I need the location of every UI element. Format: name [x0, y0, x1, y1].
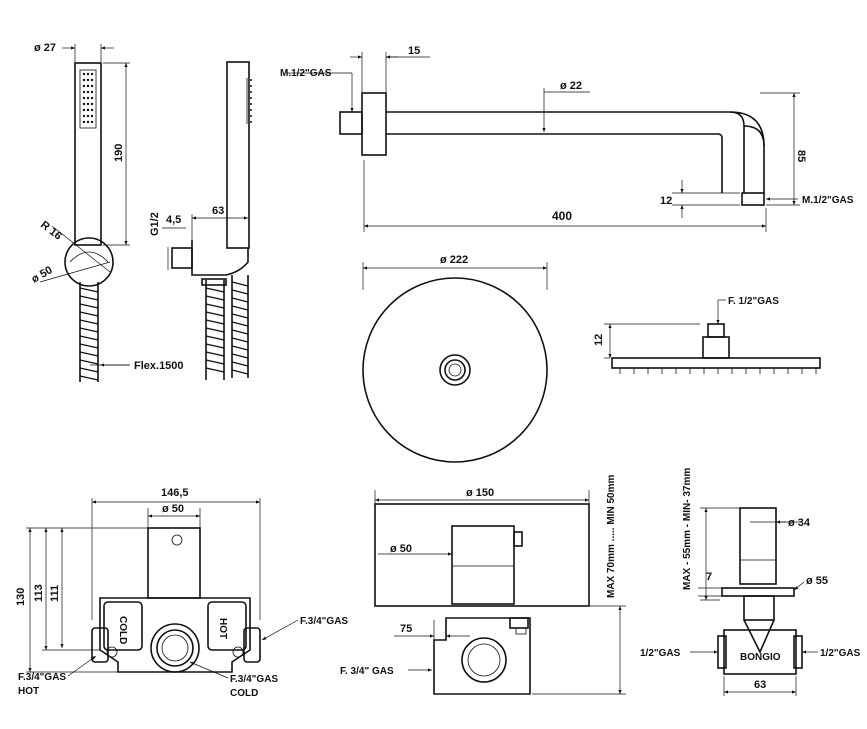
thermo-minmax: MAX 70mm ..... MIN 50mm	[606, 475, 617, 598]
arm-dim-400: 400	[552, 209, 572, 223]
hand-shower-body	[74, 62, 102, 246]
cold-inlet-block	[103, 601, 143, 651]
side-connector	[171, 247, 193, 269]
arm-inlet-thread	[339, 111, 363, 135]
mixer-dim-130: 130	[15, 588, 27, 606]
thermo-body	[433, 617, 531, 695]
mixer-dim-113: 113	[33, 584, 45, 602]
thermo-dia-150: ø 150	[466, 487, 494, 499]
diverter-dim-7: 7	[706, 571, 712, 583]
diverter-brand: BONGIO	[740, 652, 781, 663]
head-f12: F. 1/2"GAS	[728, 296, 779, 307]
mixer-body: COLD HOT 146,5 ø 50 130 113 111 F.3/4"GA…	[15, 487, 348, 699]
mixer-top-cartridge	[147, 527, 201, 599]
thermo-dia-50: ø 50	[390, 543, 412, 555]
diverter-body	[723, 629, 797, 675]
side-hose	[205, 275, 249, 380]
thermo-f34: F. 3/4" GAS	[340, 666, 394, 677]
mixer-dim-111: 111	[49, 585, 61, 602]
mixer-f34-cold-l2: COLD	[230, 688, 258, 699]
dim-dia-50: ø 50	[30, 264, 55, 285]
head-side-connector	[702, 336, 730, 359]
arm-dim-15: 15	[408, 45, 420, 57]
diverter-dia-55: ø 55	[806, 575, 828, 587]
dim-190: 190	[113, 144, 125, 162]
dia50-leader	[39, 261, 111, 283]
arm-tube-bottom	[386, 133, 723, 193]
mixer-f34-cold-l1: F.3/4"GAS	[230, 674, 278, 685]
diverter-plate	[721, 587, 795, 597]
hand-shower-hose	[79, 282, 99, 382]
shower-arm: M.1/2"GAS 15 ø 22 85 12 M.1/2"GAS 400	[280, 45, 854, 232]
hand-shower-front: ø 27 190 R 16 ø 50 Flex.1500	[30, 42, 184, 382]
arm-tube-top	[386, 111, 745, 193]
dim-4-5: 4,5	[166, 214, 181, 226]
arm-dim-85: 85	[795, 150, 807, 162]
hot-label: HOT	[217, 618, 228, 639]
thermo-dim-75: 75	[400, 623, 412, 635]
dim-dia-27: ø 27	[34, 42, 56, 54]
wall-holder-circle	[64, 237, 114, 287]
head-dia-222: ø 222	[440, 254, 468, 266]
arm-outlet-thread	[741, 192, 765, 206]
shower-head-side: F. 1/2"GAS 12	[593, 296, 821, 374]
mixer-dim-146-5: 146,5	[161, 487, 189, 499]
diverter: BONGIO MAX - 55mm - MIN- 37mm ø 34 7 ø 5…	[640, 468, 861, 696]
hand-shower-nozzles	[79, 69, 97, 129]
mixer-outlet-outer	[150, 623, 200, 673]
head-disc	[362, 277, 548, 463]
diverter-dim-63: 63	[754, 679, 766, 691]
head-side-plate	[611, 357, 821, 369]
thermostatic-mixer: ø 150 ø 50 MAX 70mm ..... MIN 50mm 75 F.…	[340, 475, 626, 695]
hot-inlet-block	[207, 601, 247, 651]
plate	[374, 503, 590, 607]
diverter-minmax: MAX - 55mm - MIN- 37mm	[682, 468, 693, 590]
r16-leader	[51, 225, 111, 273]
dim-r16: R 16	[38, 219, 64, 243]
mixer-dia-50: ø 50	[162, 503, 184, 515]
cold-label: COLD	[117, 616, 128, 644]
mixer-f34-hot-l1: F.3/4"GAS	[18, 672, 66, 683]
hand-shower-side: G1/2 4,5 63	[149, 61, 252, 380]
arm-m12-left: M.1/2"GAS	[280, 68, 332, 79]
mixer-f34-hot-l2: HOT	[18, 686, 39, 697]
dim-g12: G1/2	[149, 212, 161, 236]
side-bracket	[191, 240, 249, 276]
arm-dia-22: ø 22	[560, 80, 582, 92]
flex-label: Flex.1500	[134, 360, 184, 372]
head-side-12: 12	[593, 334, 605, 346]
side-body	[226, 61, 250, 249]
mixer-handle	[451, 525, 515, 605]
diverter-dia-34: ø 34	[788, 517, 811, 529]
arm-m12-right: M.1/2"GAS	[802, 195, 854, 206]
head-center-outer	[439, 354, 471, 386]
diverter-g12-right: 1/2"GAS	[820, 648, 861, 659]
dim-63-side: 63	[212, 205, 224, 217]
mixer-f34-right: F.3/4"GAS	[300, 616, 348, 627]
arm-dim-12: 12	[660, 195, 672, 207]
diverter-knob	[739, 507, 777, 585]
diverter-g12-left: 1/2"GAS	[640, 648, 681, 659]
arm-wall-flange	[361, 92, 387, 156]
shower-head-top: ø 222	[362, 254, 548, 463]
